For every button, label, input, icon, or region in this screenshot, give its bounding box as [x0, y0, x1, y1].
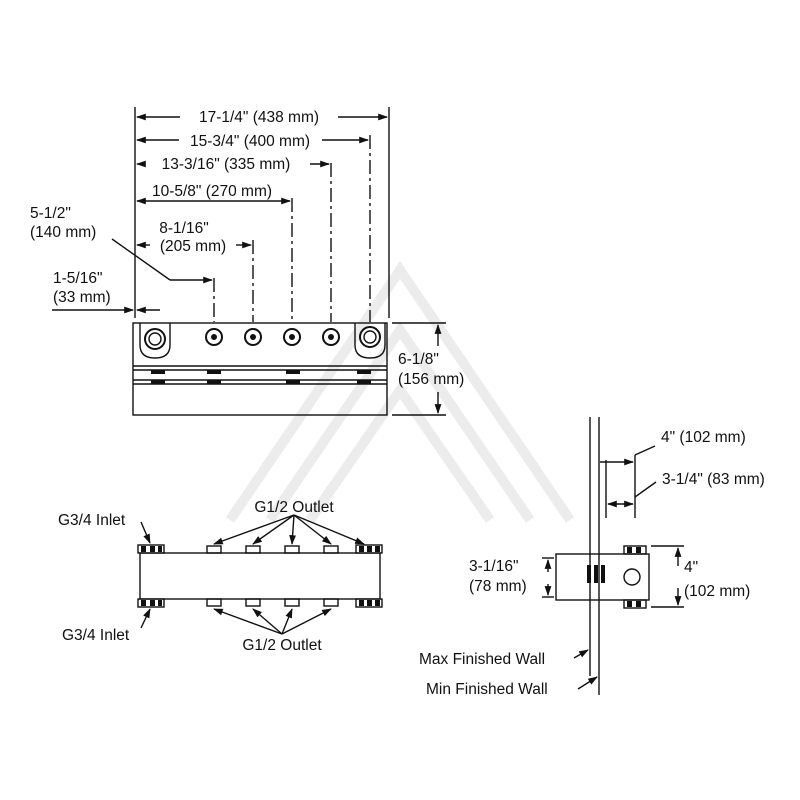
dim-13-3-16: 13-3/16" (335 mm)	[162, 156, 291, 173]
dim-10-5-8: 10-5/8" (270 mm)	[152, 183, 272, 200]
dim-overall-length: 17-1/4" (438 mm)	[199, 109, 319, 126]
front-body-outline	[132, 322, 388, 416]
label-max-finished-wall: Max Finished Wall	[419, 651, 545, 668]
side-body-outline	[555, 553, 650, 601]
dim-1-5-16-imperial: 1-5/16"	[53, 270, 102, 287]
dim-side-4-right-imperial: 4"	[684, 559, 698, 576]
front-view: 17-1/4" (438 mm) 15-3/4" (400 mm) 13-3/1…	[30, 107, 464, 416]
side-bracket-marks	[587, 565, 605, 583]
front-left-inlet-cap	[139, 323, 171, 359]
dim-side-3-1-16-imperial: 3-1/16"	[469, 558, 518, 575]
plan-body-outline	[139, 552, 381, 600]
plan-left-inlets	[137, 544, 165, 608]
side-bottom-fitting	[623, 599, 647, 609]
watermark-logo	[225, 261, 575, 523]
plan-top-outlets	[206, 545, 339, 554]
dim-1-5-16-metric: (33 mm)	[53, 289, 111, 306]
dim-5-1-2-metric: (140 mm)	[30, 224, 96, 241]
side-top-fitting	[623, 545, 647, 555]
plan-view: G1/2 Outlet G1/2 Outlet G3/4 Inlet G3/4 …	[58, 499, 383, 654]
dim-15-3-4: 15-3/4" (400 mm)	[190, 133, 310, 150]
front-outlet-ports	[205, 328, 340, 346]
dim-8-1-16-imperial: 8-1/16"	[159, 220, 208, 237]
label-outlet-top: G1/2 Outlet	[254, 499, 334, 516]
label-outlet-bottom: G1/2 Outlet	[242, 637, 322, 654]
dim-height-imperial: 6-1/8"	[398, 351, 439, 368]
label-inlet-top: G3/4 Inlet	[58, 512, 126, 529]
plan-right-inlets	[355, 544, 383, 608]
dim-5-1-2-imperial: 5-1/2"	[30, 205, 71, 222]
front-left-inlet-port	[144, 328, 166, 350]
dim-height-metric: (156 mm)	[398, 371, 464, 388]
label-inlet-bottom: G3/4 Inlet	[62, 627, 130, 644]
leader-5-1-2	[111, 238, 171, 281]
dim-8-1-16-metric: (205 mm)	[160, 238, 226, 255]
dim-side-3-1-4: 3-1/4" (83 mm)	[662, 471, 765, 488]
front-bracket-marks	[151, 370, 371, 384]
dim-side-3-1-16-metric: (78 mm)	[469, 578, 527, 595]
front-right-inlet-cap	[354, 323, 386, 359]
plan-bottom-outlets	[206, 598, 339, 607]
front-right-inlet-port	[359, 326, 381, 348]
dim-side-4-right-metric: (102 mm)	[684, 583, 750, 600]
side-view: 4" (102 mm) 3-1/4" (83 mm) 3-1/16" (78 m…	[419, 417, 765, 698]
side-inlet-port	[623, 568, 641, 586]
dim-side-4-top: 4" (102 mm)	[661, 429, 746, 446]
label-min-finished-wall: Min Finished Wall	[426, 681, 548, 698]
